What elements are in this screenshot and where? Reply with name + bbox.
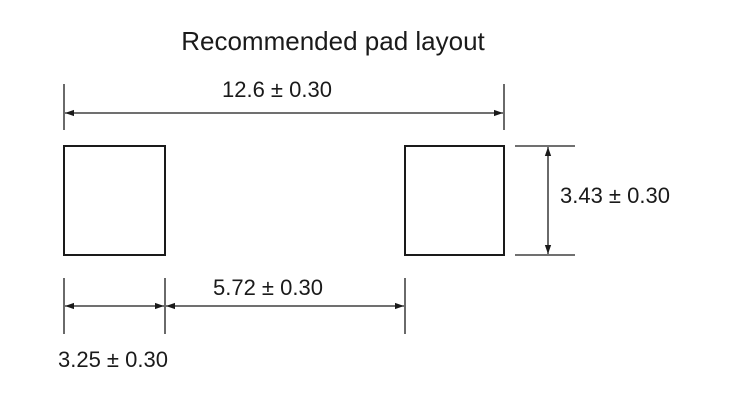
- pad-height-dimension: [515, 145, 575, 256]
- overall-length-label: 12.6 ± 0.30: [222, 77, 332, 102]
- bottom-extension-lines: [63, 278, 406, 334]
- left-pad: [63, 145, 166, 256]
- overall-length-dimension: [63, 84, 505, 130]
- pad-width-label: 3.25 ± 0.30: [58, 347, 168, 372]
- right-pad: [404, 145, 505, 256]
- diagram-title: Recommended pad layout: [181, 26, 485, 56]
- pad-gap-label: 5.72 ± 0.30: [213, 275, 323, 300]
- pad-height-label: 3.43 ± 0.30: [560, 183, 670, 208]
